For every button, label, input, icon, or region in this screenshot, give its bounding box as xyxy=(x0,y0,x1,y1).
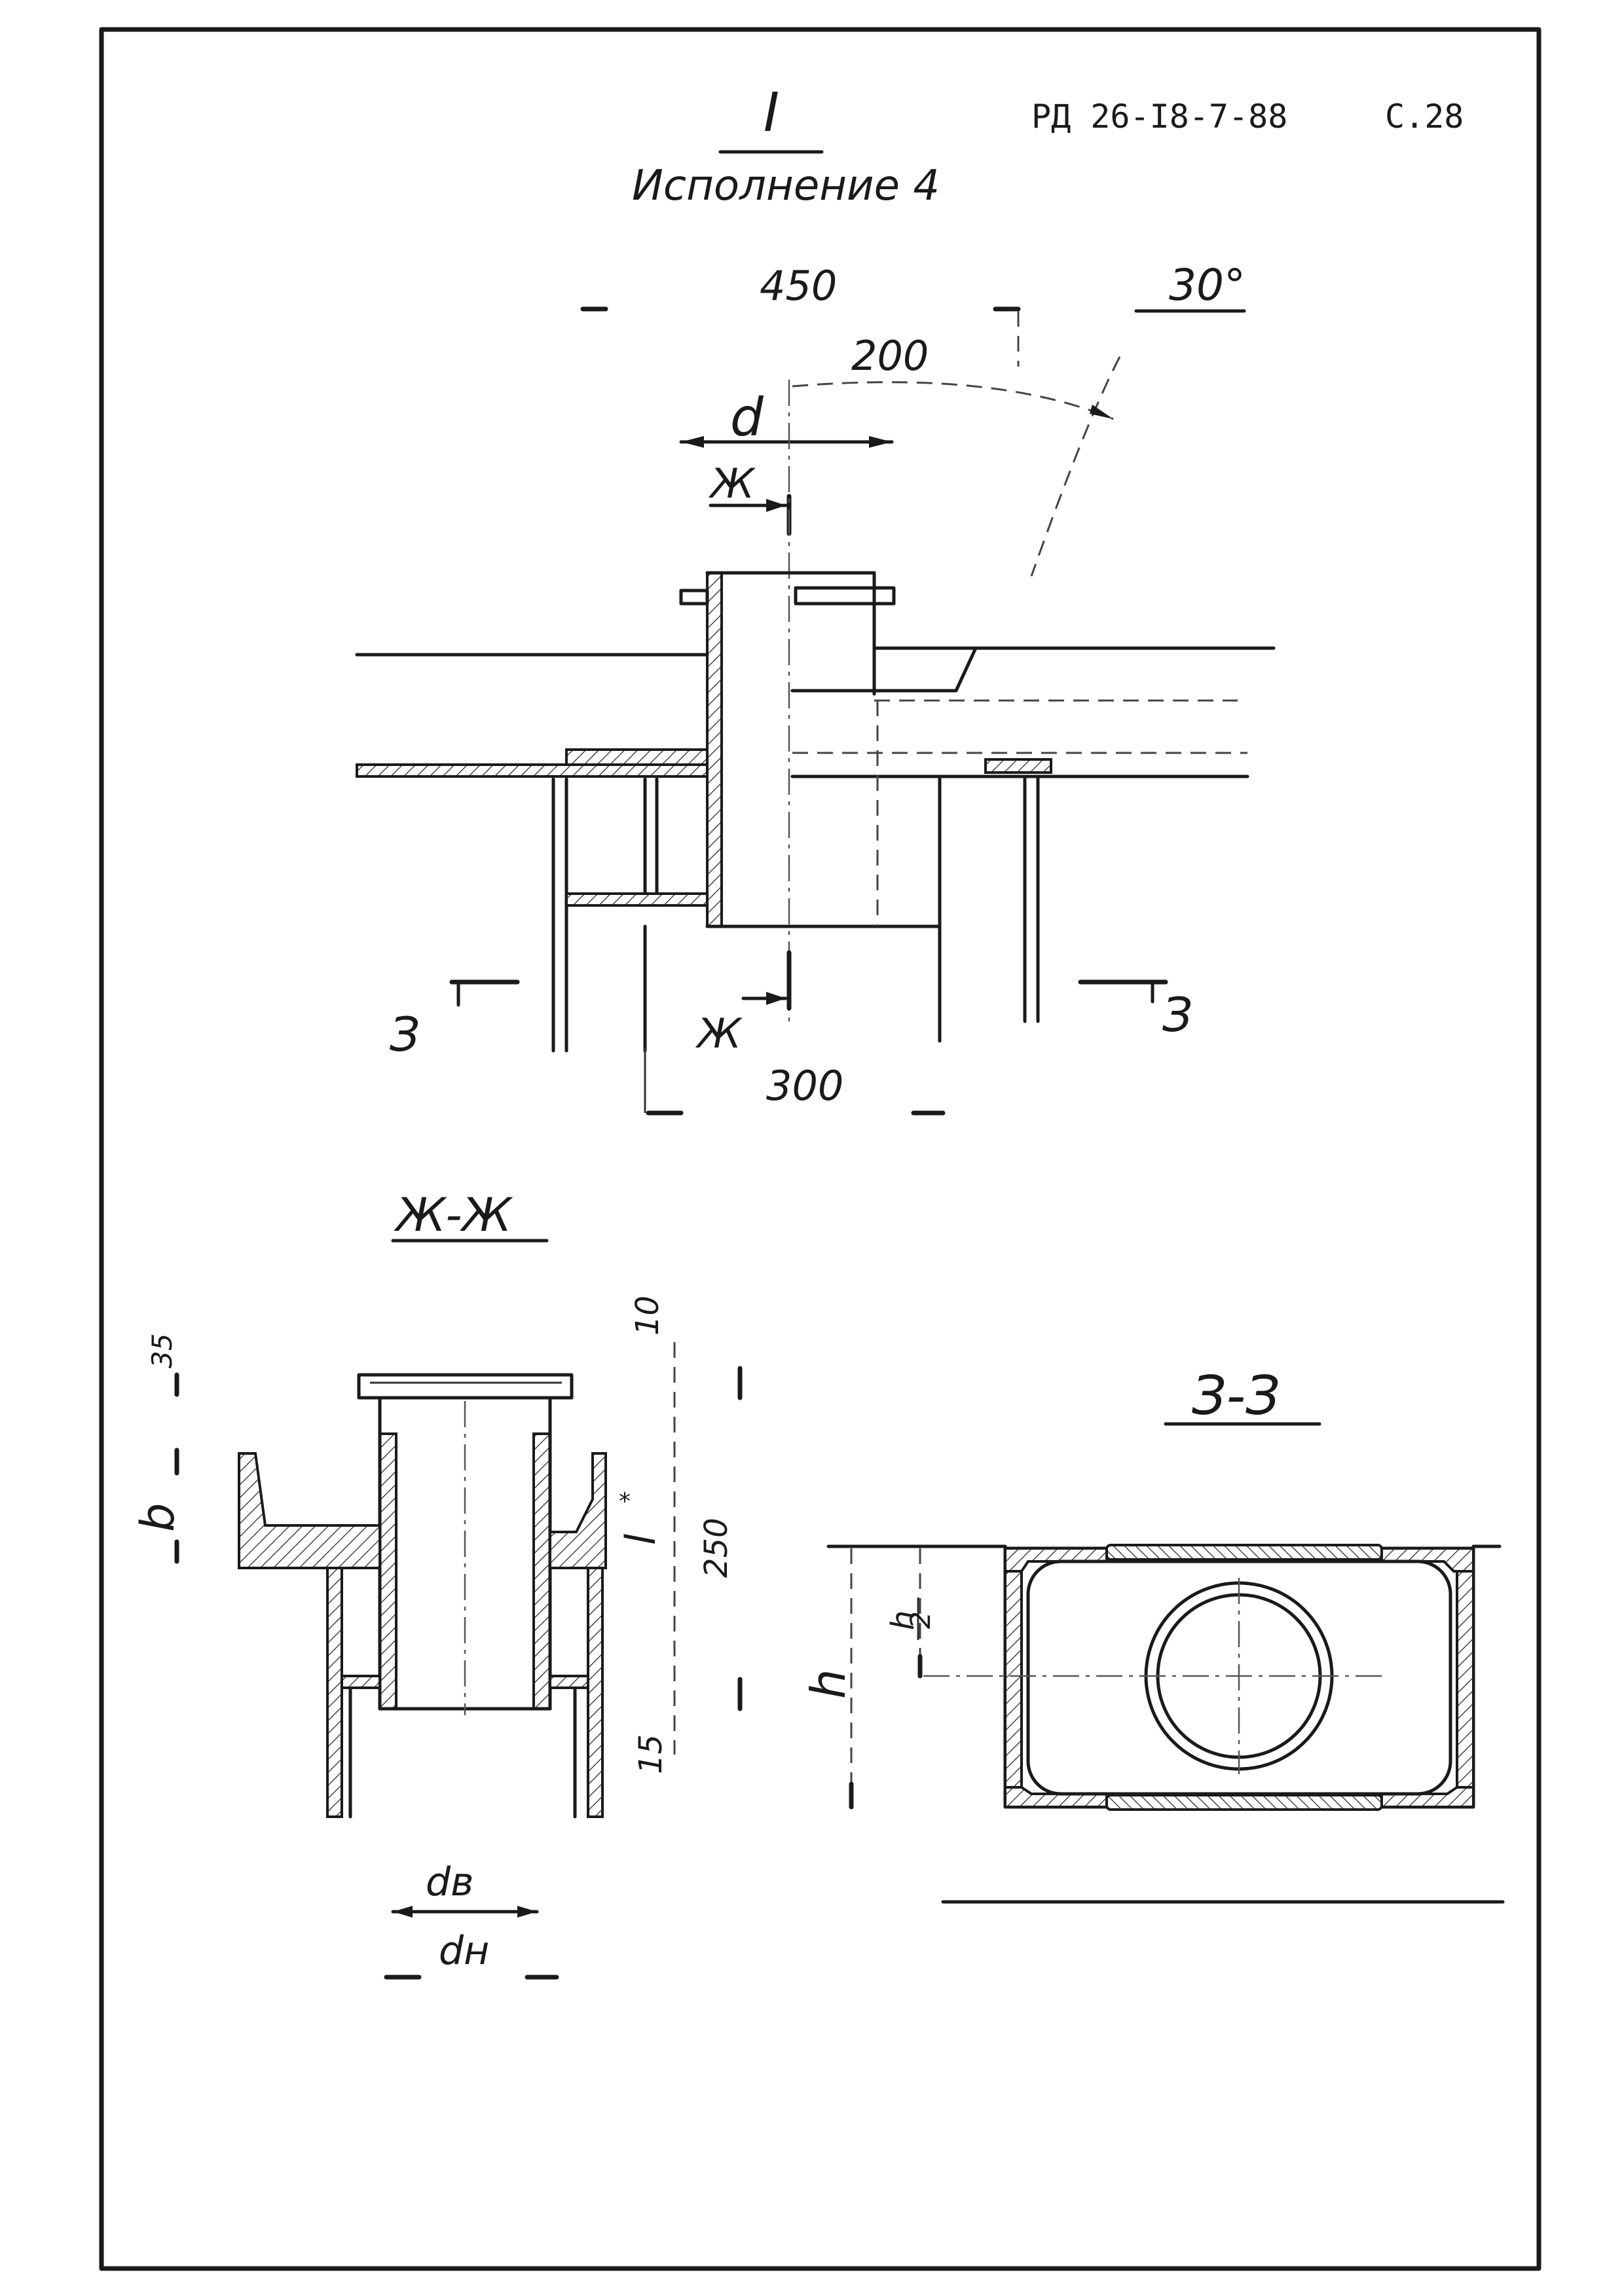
top-view: 450 30° 200 d Ж xyxy=(355,260,1276,1116)
support-crossbar xyxy=(565,892,709,907)
dim-450: 450 xyxy=(760,262,837,310)
section-mark-zh-top: Ж xyxy=(708,460,756,507)
dim-db-arrow-left xyxy=(393,1906,413,1918)
flange-right xyxy=(794,586,896,606)
dim-200-arc xyxy=(792,381,1114,420)
zh-lower-plate-left xyxy=(341,1675,381,1689)
dim-dn: dн xyxy=(439,1928,489,1974)
dim-l: l xyxy=(617,1534,665,1545)
box-wall-right xyxy=(1456,1570,1475,1789)
section-zh-title: Ж-Ж xyxy=(394,1188,513,1242)
page-number: С.28 xyxy=(1385,98,1464,136)
dim-300: 300 xyxy=(766,1062,843,1110)
deck-plate-top-pad xyxy=(565,748,709,766)
zh-pipe-wall-left xyxy=(378,1432,397,1710)
plate-bottom xyxy=(1105,1794,1383,1811)
section-33-title: З-З xyxy=(1192,1365,1280,1427)
cut-mark-right: З xyxy=(1162,987,1192,1042)
dim-d-arrow-left xyxy=(681,436,704,448)
dim-250: 250 xyxy=(698,1518,735,1578)
plate-top xyxy=(1105,1544,1383,1561)
section-zh-zh: Ж-Ж 35 b 10 l * 250 xyxy=(131,1188,743,1980)
dim-db: dв xyxy=(426,1859,473,1905)
dim-d-arrow-right xyxy=(869,436,892,448)
dim-h-half-num: h xyxy=(885,1611,921,1630)
box-wall-bottom-right xyxy=(1380,1786,1475,1808)
dim-200-arrow xyxy=(1090,405,1113,419)
zh-lower-plate-right xyxy=(549,1675,589,1689)
zh-support-right xyxy=(587,1567,604,1818)
dim-35: 35 xyxy=(146,1334,178,1368)
dim-h: h xyxy=(801,1669,856,1699)
zh-support-left xyxy=(326,1567,343,1818)
box-wall-bottom-left xyxy=(1004,1786,1108,1808)
sheet-frame xyxy=(99,27,1541,2271)
zh-pipe-wall-right xyxy=(532,1432,551,1710)
zh-angle-right xyxy=(549,1452,607,1569)
section-mark-zh-bottom: Ж xyxy=(695,1010,743,1057)
section-3-3: З-З h h 2 xyxy=(801,1365,1505,1904)
zh-angle-left xyxy=(238,1452,381,1569)
dim-h-half-den: 2 xyxy=(904,1611,936,1629)
nozzle-wall-left xyxy=(706,572,723,928)
section-arrow-bottom xyxy=(766,992,786,1005)
document-code: РД 26-І8-7-88 xyxy=(1031,98,1287,136)
dim-200: 200 xyxy=(851,332,929,380)
angle-30-arc xyxy=(1030,356,1121,577)
deck-pad-right xyxy=(984,758,1052,774)
dim-15: 15 xyxy=(633,1734,669,1774)
deck-plate-left xyxy=(356,763,709,778)
dim-d: d xyxy=(730,387,764,448)
dim-l-mark: * xyxy=(619,1488,631,1515)
dim-db-arrow-right xyxy=(517,1906,537,1918)
zh-flange xyxy=(357,1373,574,1400)
detail-title: Исполнение 4 xyxy=(632,162,940,210)
box-wall-left xyxy=(1004,1570,1023,1789)
section-arrow-top xyxy=(766,499,786,512)
detail-marker: I xyxy=(764,82,779,144)
dim-10: 10 xyxy=(629,1296,666,1336)
dim-b: b xyxy=(131,1503,185,1532)
shell-inner-bevel xyxy=(790,646,978,693)
angle-30: 30° xyxy=(1169,260,1246,310)
cut-mark-left: З xyxy=(390,1007,420,1062)
flange-left xyxy=(679,589,709,606)
